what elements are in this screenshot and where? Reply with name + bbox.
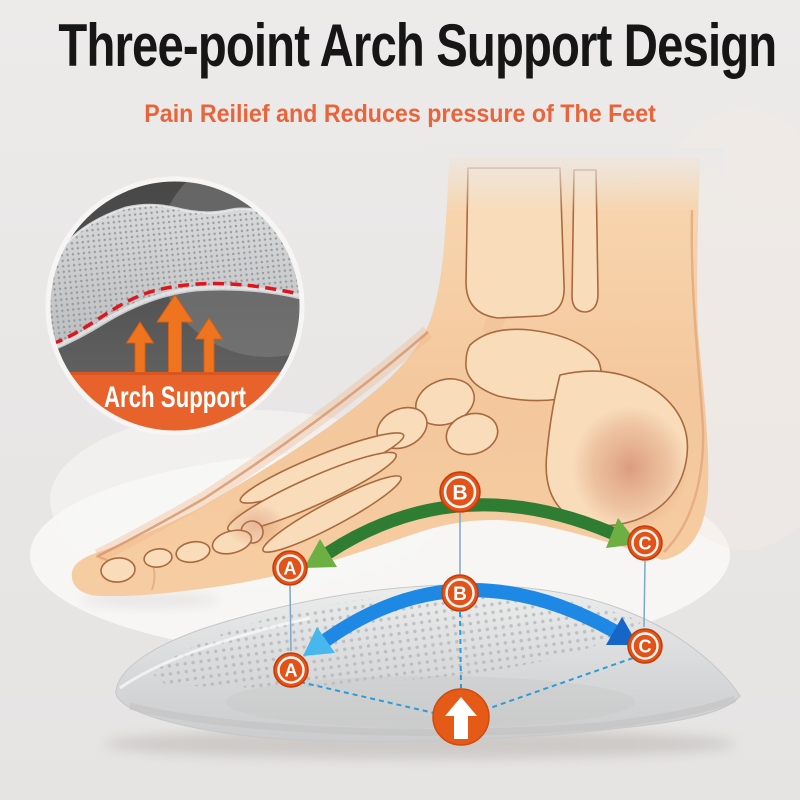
toe-phalanx: [143, 548, 173, 568]
metatarsal-bone: [262, 475, 402, 553]
inset-gel-front-edge: [50, 285, 300, 353]
insole-front-highlight: [119, 616, 311, 690]
marker-c-insole: C: [627, 628, 663, 664]
support-arrow-badge: [432, 688, 490, 746]
marker-a-insole: A: [273, 652, 309, 688]
svg-text:B: B: [453, 584, 467, 605]
marker-c-foot: C: [627, 525, 663, 561]
inset-circle-rim: [45, 176, 305, 436]
insole-dot-texture: [150, 592, 642, 688]
svg-text:C: C: [639, 637, 652, 657]
up-arrow-icon: [445, 697, 477, 739]
red-dashed-line: [51, 281, 300, 346]
page-title-text: Three-point Arch Support Design: [58, 11, 777, 80]
ball-pressure-shade: [225, 503, 285, 547]
dashed-connector-a-arrow: [299, 681, 435, 714]
svg-text:C: C: [639, 534, 652, 554]
marker-a-foot: A: [272, 550, 308, 586]
foot-illustration: [71, 148, 725, 597]
leg-top-fade: [425, 148, 725, 212]
page-subtitle-text: Pain Reilief and Reduces pressure of The…: [144, 100, 656, 128]
big-toe-phalanx: [100, 557, 136, 583]
cuboid-bone: [445, 412, 499, 456]
achilles-line: [663, 209, 705, 553]
inset-gel-top-highlight: [50, 203, 300, 269]
marker-b-foot: B: [439, 471, 481, 513]
insole-illustration: [115, 584, 741, 743]
inset-orange-band-edge: [50, 372, 300, 375]
connector-a: [289, 585, 292, 652]
page-subtitle: Pain Reilief and Reduces pressure of The…: [0, 100, 800, 129]
svg-text:A: A: [285, 661, 298, 681]
green-arrowhead-left: [304, 539, 337, 568]
insole-bottom-shade: [129, 695, 737, 736]
page-title: Three-point Arch Support Design: [0, 10, 800, 79]
heel-pressure-shade: [572, 406, 688, 530]
support-point-connectors: [289, 513, 646, 652]
dashed-connectors: [299, 611, 634, 714]
connector-c: [643, 560, 646, 628]
dashed-connector-b-arrow: [459, 611, 462, 689]
svg-text:A: A: [284, 559, 297, 579]
inset-label: Arch Support: [104, 381, 246, 414]
foot-dorsal-line: [97, 331, 429, 558]
blue-arrowhead-left: [303, 627, 335, 656]
inset-circle: Arch Support: [45, 176, 305, 436]
marker-b-insole: B: [441, 574, 479, 612]
dashed-connector-c-arrow: [489, 657, 634, 709]
toe-phalanx: [175, 540, 211, 564]
svg-text:B: B: [452, 482, 467, 505]
